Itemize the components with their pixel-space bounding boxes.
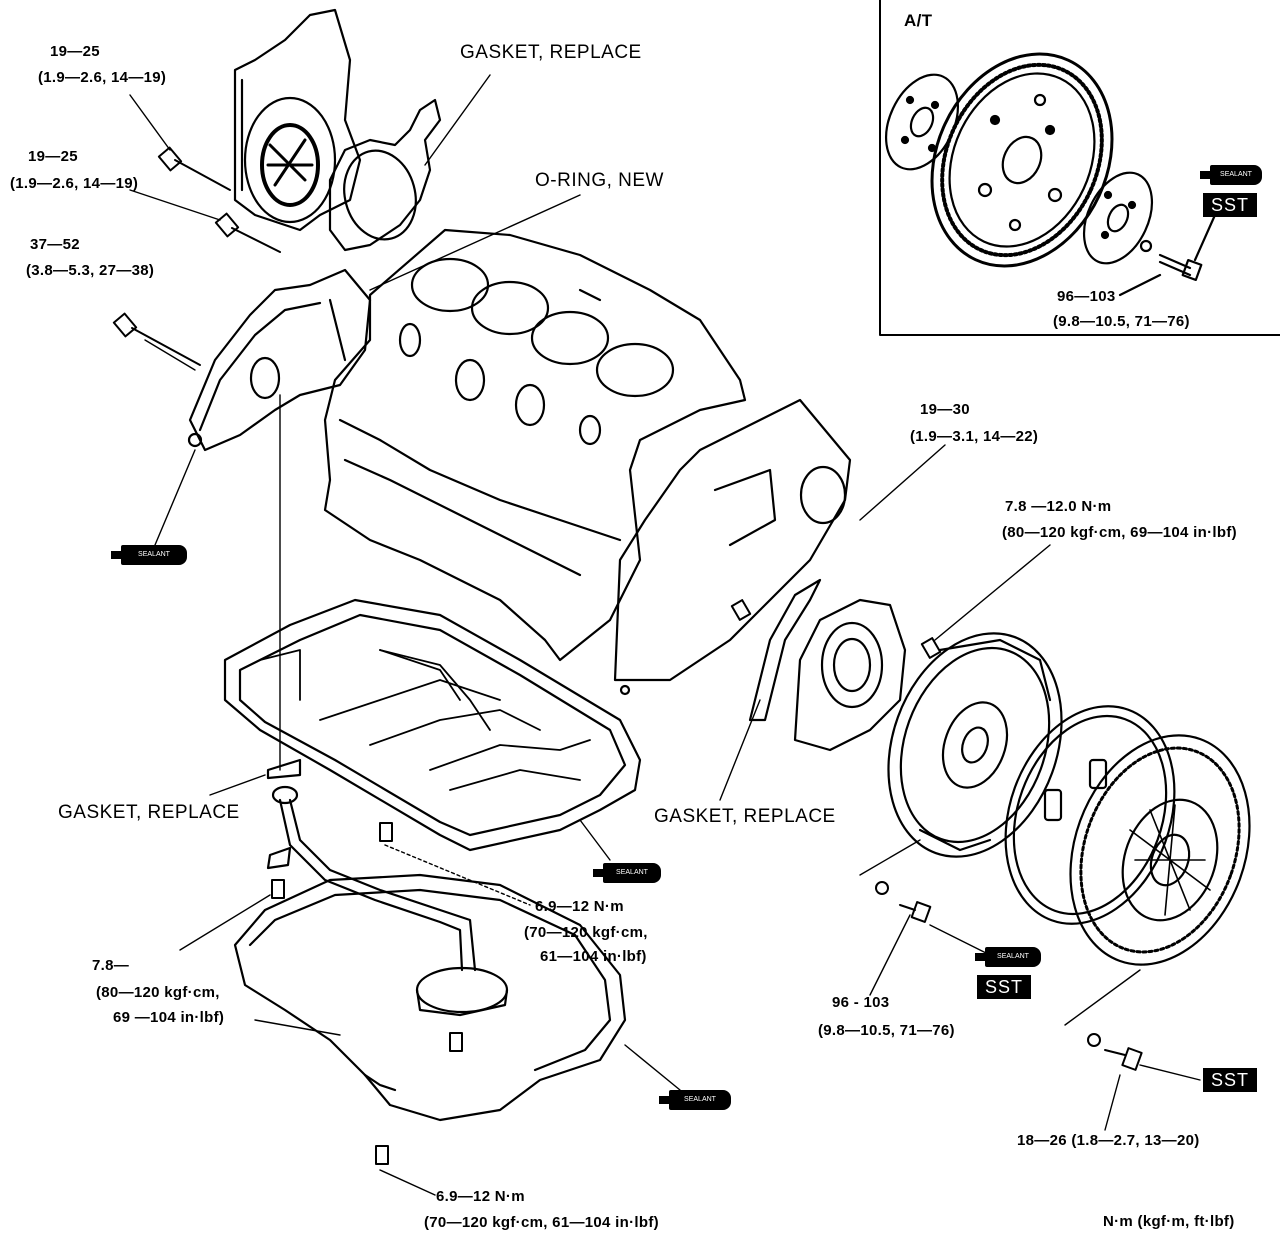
- units-legend: N·m (kgf·m, ft·lbf): [1103, 1213, 1235, 1230]
- clutch-sealant-tube-icon: SEALANT: [975, 947, 1041, 967]
- torque-18-26: 18—26 (1.8—2.7, 13—20): [1017, 1132, 1200, 1149]
- pan-sealant-tube-icon: SEALANT: [593, 863, 661, 883]
- torque-6-9-mid-a: 6.9—12 N·m: [535, 898, 624, 915]
- at-inset-frame: [879, 0, 1280, 336]
- backing-plate-front: [885, 73, 959, 171]
- clutch-disc: [1004, 705, 1176, 925]
- gasket-replace-left: GASKET, REPLACE: [58, 802, 240, 823]
- leader-lines: [129, 74, 1201, 1196]
- torque-19-25-top-b: (1.9—2.6, 14—19): [38, 69, 167, 86]
- rear-plate: [613, 398, 852, 696]
- flywheel: [1069, 734, 1251, 966]
- torque-37-52-a: 37—52: [30, 236, 80, 253]
- bolts: [112, 146, 1143, 1165]
- water-pump-cover: [233, 8, 362, 232]
- flywheel-sst-badge: SST: [1203, 1068, 1258, 1092]
- clutch-sst-badge: SST: [977, 975, 1032, 999]
- upper-oil-pan: [223, 598, 642, 852]
- torque-37-52-b: (3.8—5.3, 27—38): [26, 262, 155, 279]
- inset-torque-b: (9.8—10.5, 71—76): [1053, 313, 1190, 330]
- drive-plate: [930, 52, 1114, 268]
- oil-pump-cover: [187, 268, 372, 452]
- lower-pan-sealant-tube-icon: SEALANT: [659, 1090, 731, 1110]
- inset-bolt: [1118, 213, 1217, 297]
- clutch-cover: [887, 632, 1063, 858]
- torque-19-30-a: 19—30: [920, 401, 970, 418]
- oil-strainer: [271, 785, 509, 1017]
- torque-19-25-mid-a: 19—25: [28, 148, 78, 165]
- torque-6-9-bot-a: 6.9—12 N·m: [436, 1188, 525, 1205]
- gasket-replace-top: GASKET, REPLACE: [460, 42, 642, 63]
- rear-seal-gasket: [748, 578, 822, 722]
- torque-7-8-pan-c: 69 —104 in·lbf): [113, 1009, 225, 1026]
- front-sealant-tube-icon: SEALANT: [111, 545, 187, 565]
- torque-96-103-b: (9.8—10.5, 71—76): [818, 1022, 955, 1039]
- inset-sealant-tube-icon: SEALANT: [1200, 165, 1262, 185]
- torque-6-9-bot-b: (70—120 kgf·cm, 61—104 in·lbf): [424, 1214, 659, 1231]
- rear-seal-housing: [793, 598, 907, 752]
- torque-96-103-a: 96 - 103: [832, 994, 890, 1011]
- torque-7-8-b: (80—120 kgf·cm, 69—104 in·lbf): [1002, 524, 1237, 541]
- torque-19-25-mid-b: (1.9—2.6, 14—19): [10, 175, 139, 192]
- torque-7-8-a: 7.8 —12.0 N·m: [1005, 498, 1112, 515]
- torque-19-30-b: (1.9—3.1, 14—22): [910, 428, 1039, 445]
- cylinder-block: [323, 228, 747, 662]
- lower-oil-pan: [233, 873, 627, 1122]
- front-cover-gasket: [328, 98, 442, 252]
- torque-6-9-mid-c: 61—104 in·lbf): [540, 948, 647, 965]
- inset-sst-badge: SST: [1203, 193, 1258, 217]
- torque-7-8-pan-b: (80—120 kgf·cm,: [96, 984, 220, 1001]
- torque-6-9-mid-b: (70—120 kgf·cm,: [524, 924, 648, 941]
- o-ring-new: O-RING, NEW: [535, 170, 664, 191]
- gasket-replace-mid: GASKET, REPLACE: [654, 806, 836, 827]
- backing-plate-rear: [1082, 171, 1154, 265]
- torque-19-25-top-a: 19—25: [50, 43, 100, 60]
- torque-7-8-pan-a: 7.8—: [92, 957, 130, 974]
- inset-title: A/T: [904, 11, 933, 30]
- strainer-gasket: [266, 758, 302, 870]
- inset-torque-a: 96—103: [1057, 288, 1116, 305]
